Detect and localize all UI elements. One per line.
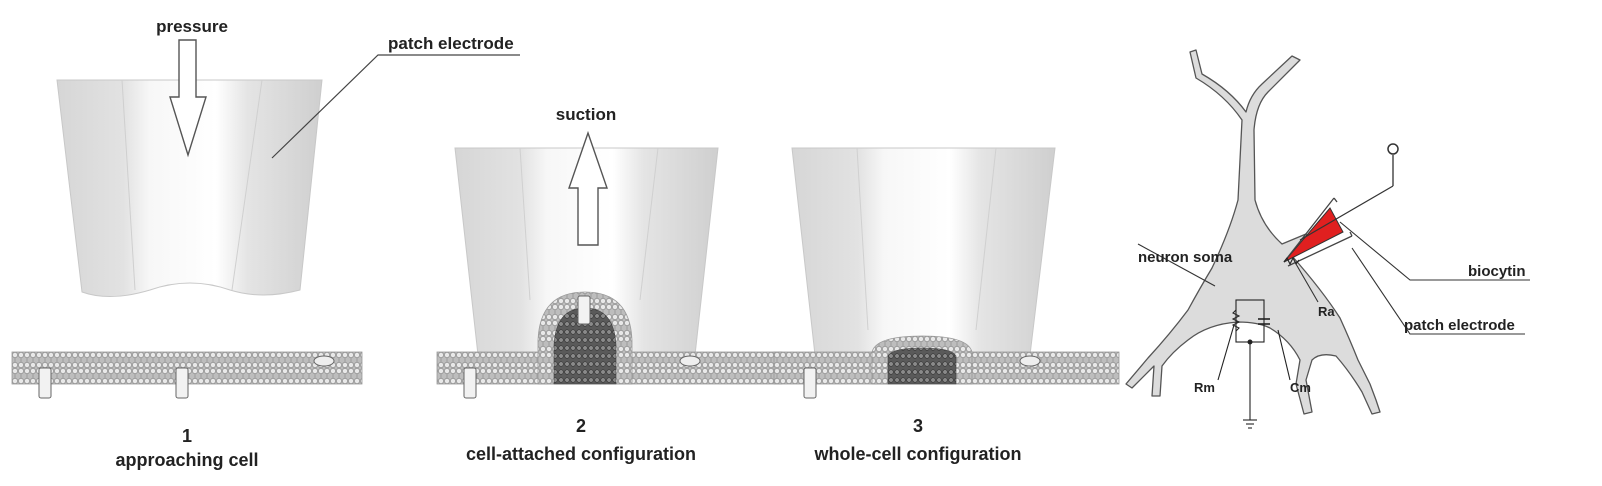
electrode-label: patch electrode bbox=[388, 34, 514, 53]
rm-resistor-icon bbox=[1231, 309, 1241, 332]
ra-label: Ra bbox=[1318, 304, 1335, 319]
caption-approaching-cell: approaching cell bbox=[115, 450, 258, 470]
biocytin-label: biocytin bbox=[1468, 263, 1526, 280]
electrode-leader-line bbox=[271, 54, 520, 159]
cm-label: Cm bbox=[1290, 380, 1311, 395]
ion-channel bbox=[38, 367, 52, 399]
ra-resistor-icon bbox=[1283, 256, 1300, 266]
rm-label: Rm bbox=[1194, 380, 1215, 395]
soma-leader-line bbox=[1137, 243, 1216, 287]
membrane-protein bbox=[679, 355, 701, 367]
ground-node-icon bbox=[1247, 339, 1253, 345]
caption-cell-attached: cell-attached configuration bbox=[466, 444, 696, 464]
panel-neuron: neuron soma biocytin patch electrode Ra … bbox=[1125, 49, 1530, 429]
patch-electrode-pipette bbox=[791, 147, 1056, 356]
suction-label: suction bbox=[556, 105, 616, 124]
ion-channel bbox=[803, 367, 817, 399]
patch-electrode-wall bbox=[1283, 197, 1335, 263]
pressure-arrow-icon bbox=[169, 39, 207, 158]
membrane-protein bbox=[313, 355, 335, 367]
biocytin-leader-line bbox=[1339, 221, 1530, 281]
patch-electrode-label: patch electrode bbox=[1404, 317, 1515, 334]
ion-channel bbox=[175, 367, 189, 399]
panel-approaching-cell: pressure patch electrode 1 approaching c… bbox=[11, 17, 520, 470]
electrode-terminal-icon bbox=[1387, 143, 1399, 155]
ion-channel bbox=[463, 367, 477, 399]
step-number-3: 3 bbox=[913, 416, 923, 436]
panel-cell-attached: suction 2 cell-attached configuration bbox=[436, 105, 783, 464]
step-number-1: 1 bbox=[182, 426, 192, 446]
patch-electrode-leader-line bbox=[1351, 247, 1525, 335]
suction-arrow-icon bbox=[568, 130, 608, 246]
patch-electrode-pipette bbox=[56, 79, 323, 298]
membrane-protein bbox=[1019, 355, 1041, 367]
step-number-2: 2 bbox=[576, 416, 586, 436]
panel-whole-cell: 3 whole-cell configuration bbox=[773, 147, 1120, 464]
ion-channel bbox=[577, 295, 591, 325]
caption-whole-cell: whole-cell configuration bbox=[813, 444, 1021, 464]
neuron-body bbox=[1125, 49, 1381, 415]
pressure-label: pressure bbox=[156, 17, 228, 36]
membrane-opening-inner bbox=[887, 347, 957, 385]
electrode-wire bbox=[1299, 185, 1394, 241]
neuron-soma-label: neuron soma bbox=[1138, 249, 1233, 266]
biocytin-fill bbox=[1283, 207, 1344, 263]
